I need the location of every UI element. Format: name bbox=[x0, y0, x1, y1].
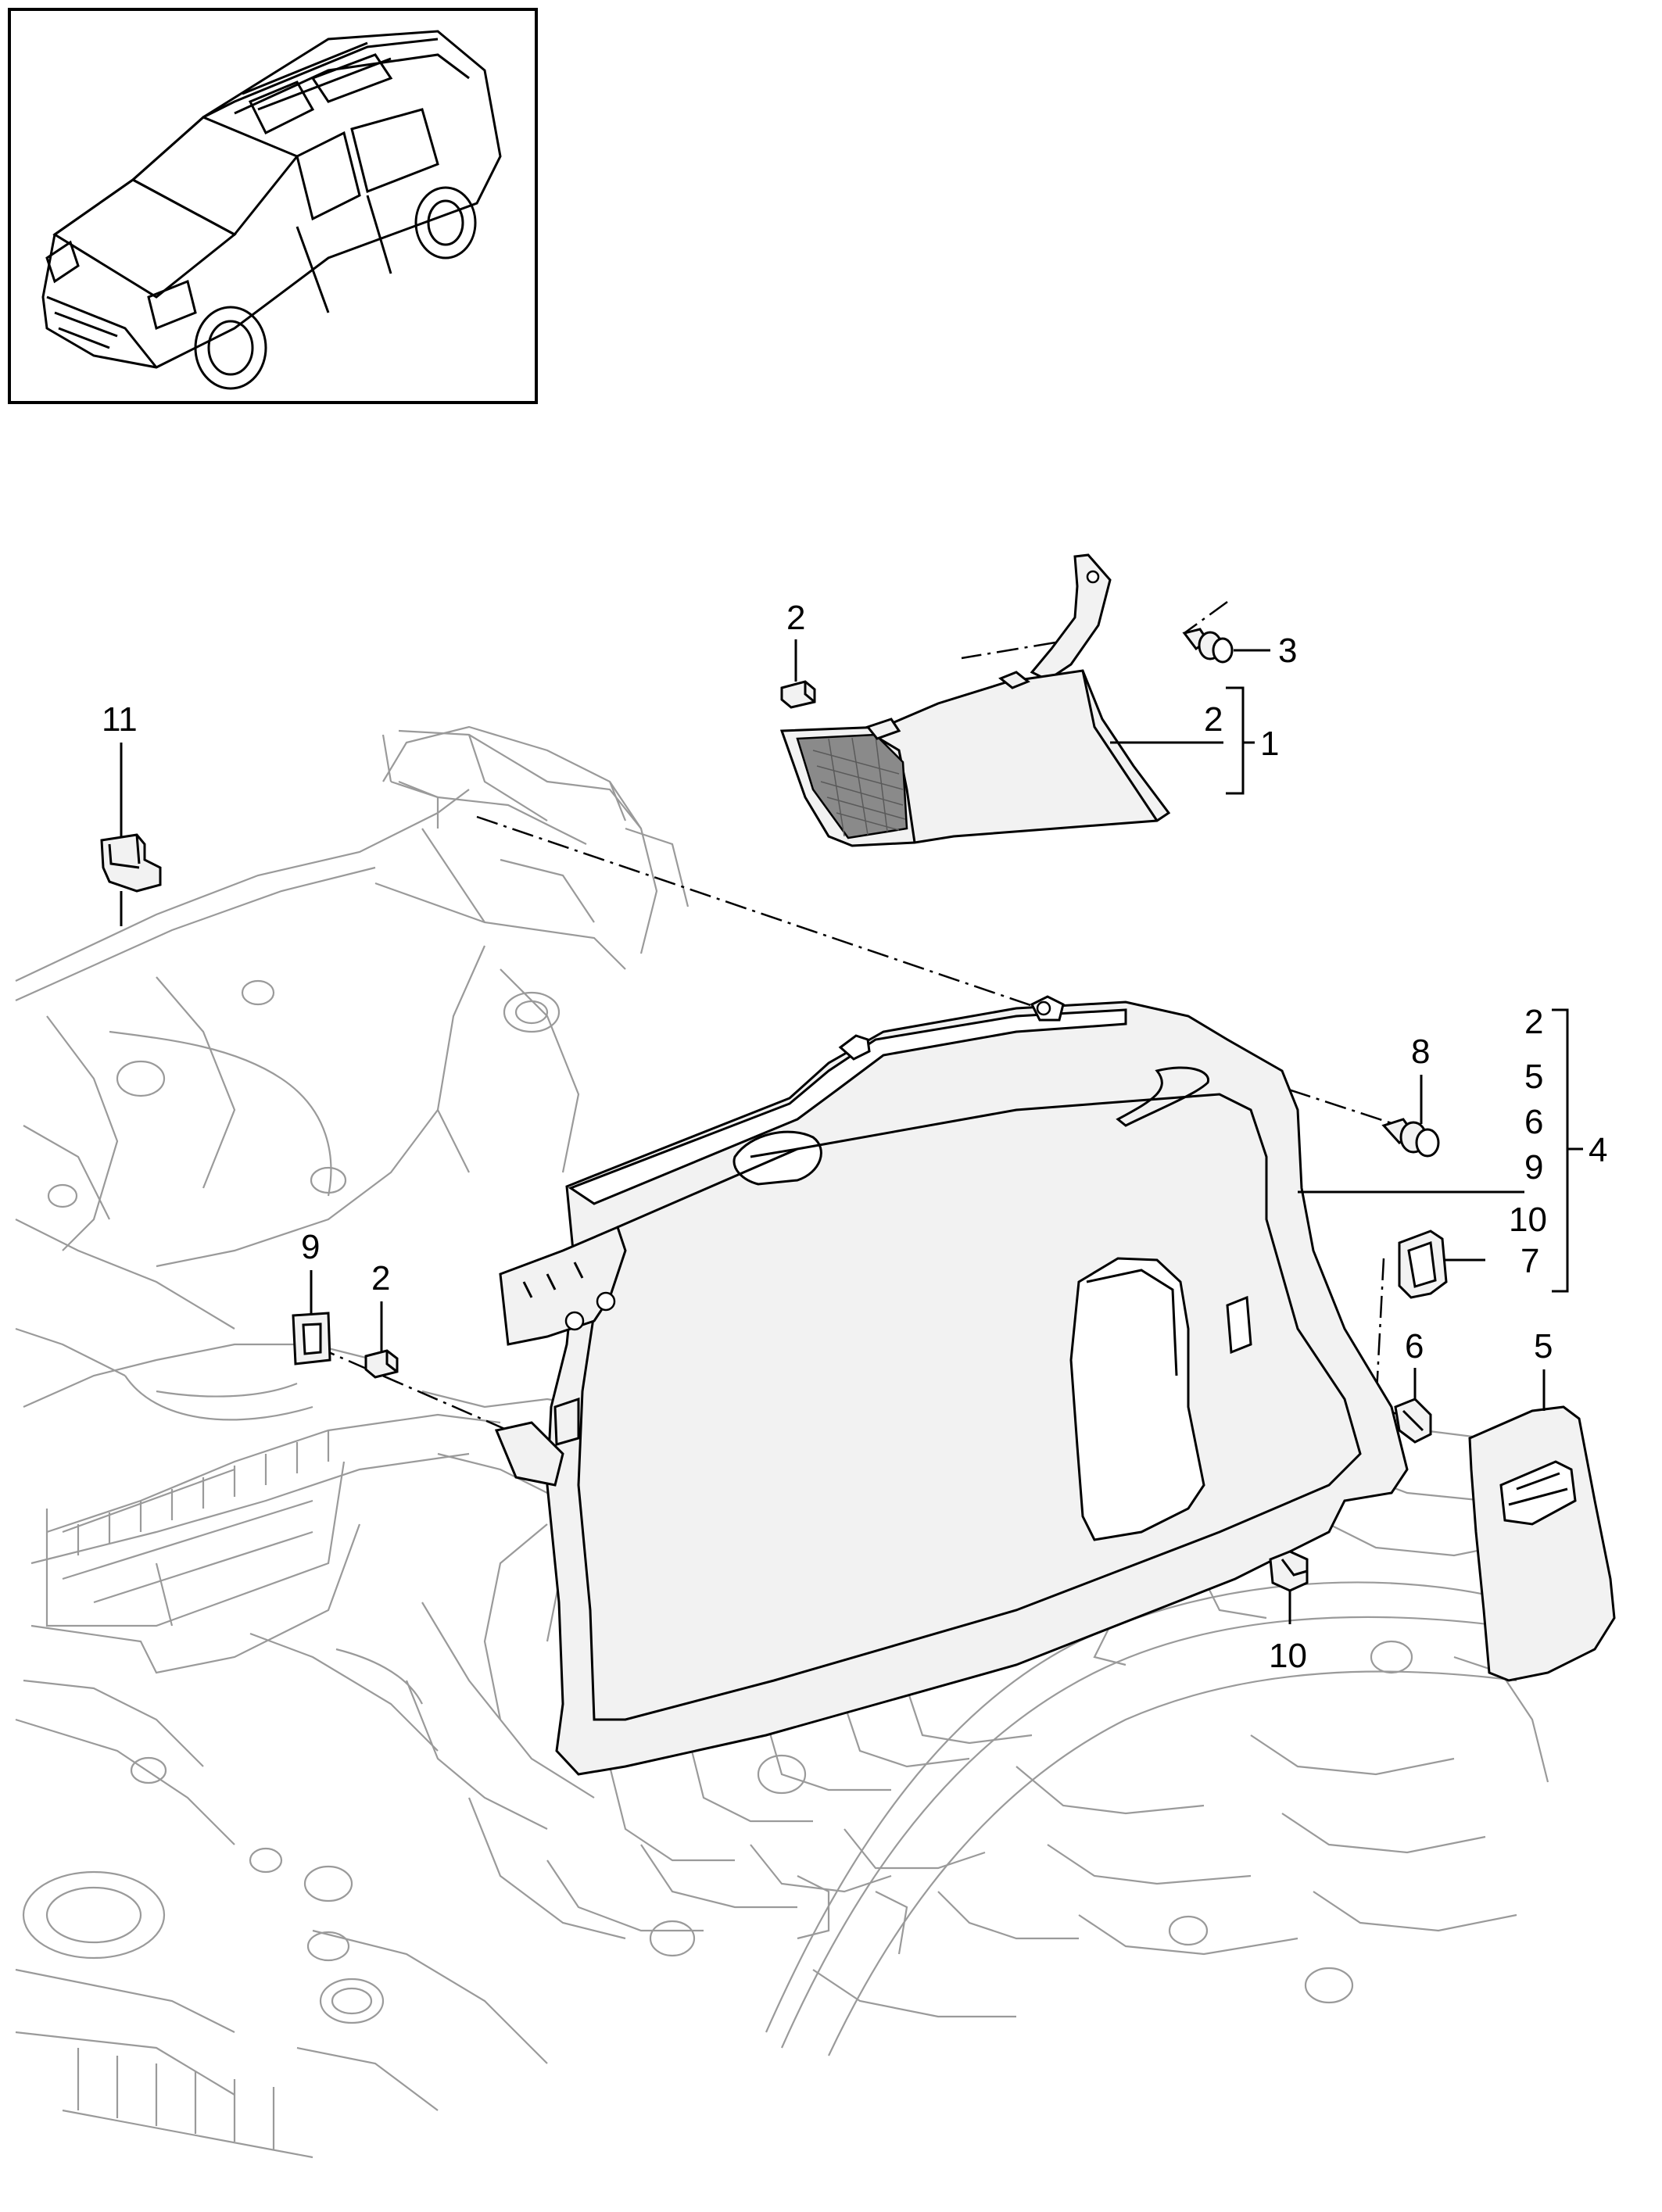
callout-4-sub-9: 9 bbox=[1524, 1148, 1543, 1187]
callout-numbers: 2 3 2 1 11 8 2 5 6 9 4 10 7 9 2 6 5 10 bbox=[102, 599, 1607, 1675]
side-trim-panel-part-4 bbox=[494, 995, 1409, 1776]
callout-2-top: 2 bbox=[786, 599, 805, 637]
callout-4-sub-2: 2 bbox=[1524, 1003, 1543, 1041]
callout-4-sub-5: 5 bbox=[1524, 1058, 1543, 1096]
rear-body-structure bbox=[15, 725, 1596, 2159]
callout-4: 4 bbox=[1589, 1131, 1607, 1169]
push-rivet-part-8 bbox=[1381, 1118, 1440, 1158]
clip-part-2-middle bbox=[364, 1349, 399, 1379]
callout-1: 1 bbox=[1260, 725, 1279, 763]
vehicle-overview-thumbnail bbox=[8, 8, 538, 404]
callout-11: 11 bbox=[102, 700, 138, 739]
callout-2-middle: 2 bbox=[371, 1259, 390, 1297]
callout-leader-lines bbox=[120, 639, 1583, 1624]
callout-7: 7 bbox=[1521, 1242, 1539, 1280]
callout-8: 8 bbox=[1411, 1033, 1430, 1071]
clip-part-6 bbox=[1394, 1398, 1432, 1444]
callout-10: 10 bbox=[1269, 1637, 1307, 1675]
pad-part-9 bbox=[292, 1312, 331, 1365]
frame-part-7 bbox=[1398, 1229, 1448, 1299]
bracket-part-11 bbox=[100, 833, 162, 893]
cover-panel-part-5 bbox=[1468, 1405, 1616, 1682]
clip-part-2-top bbox=[780, 680, 816, 709]
callout-6: 6 bbox=[1405, 1327, 1424, 1365]
callout-9: 9 bbox=[301, 1228, 320, 1266]
push-rivet-part-3 bbox=[1182, 628, 1234, 664]
callout-2-right-of-1: 2 bbox=[1204, 700, 1223, 739]
callout-4-sub-10: 10 bbox=[1509, 1201, 1547, 1239]
callout-4-sub-6: 6 bbox=[1524, 1103, 1543, 1141]
clip-part-10 bbox=[1269, 1550, 1309, 1592]
upper-trim-panel-part-1 bbox=[779, 553, 1171, 847]
callout-3: 3 bbox=[1278, 632, 1297, 670]
callout-5: 5 bbox=[1534, 1327, 1553, 1365]
